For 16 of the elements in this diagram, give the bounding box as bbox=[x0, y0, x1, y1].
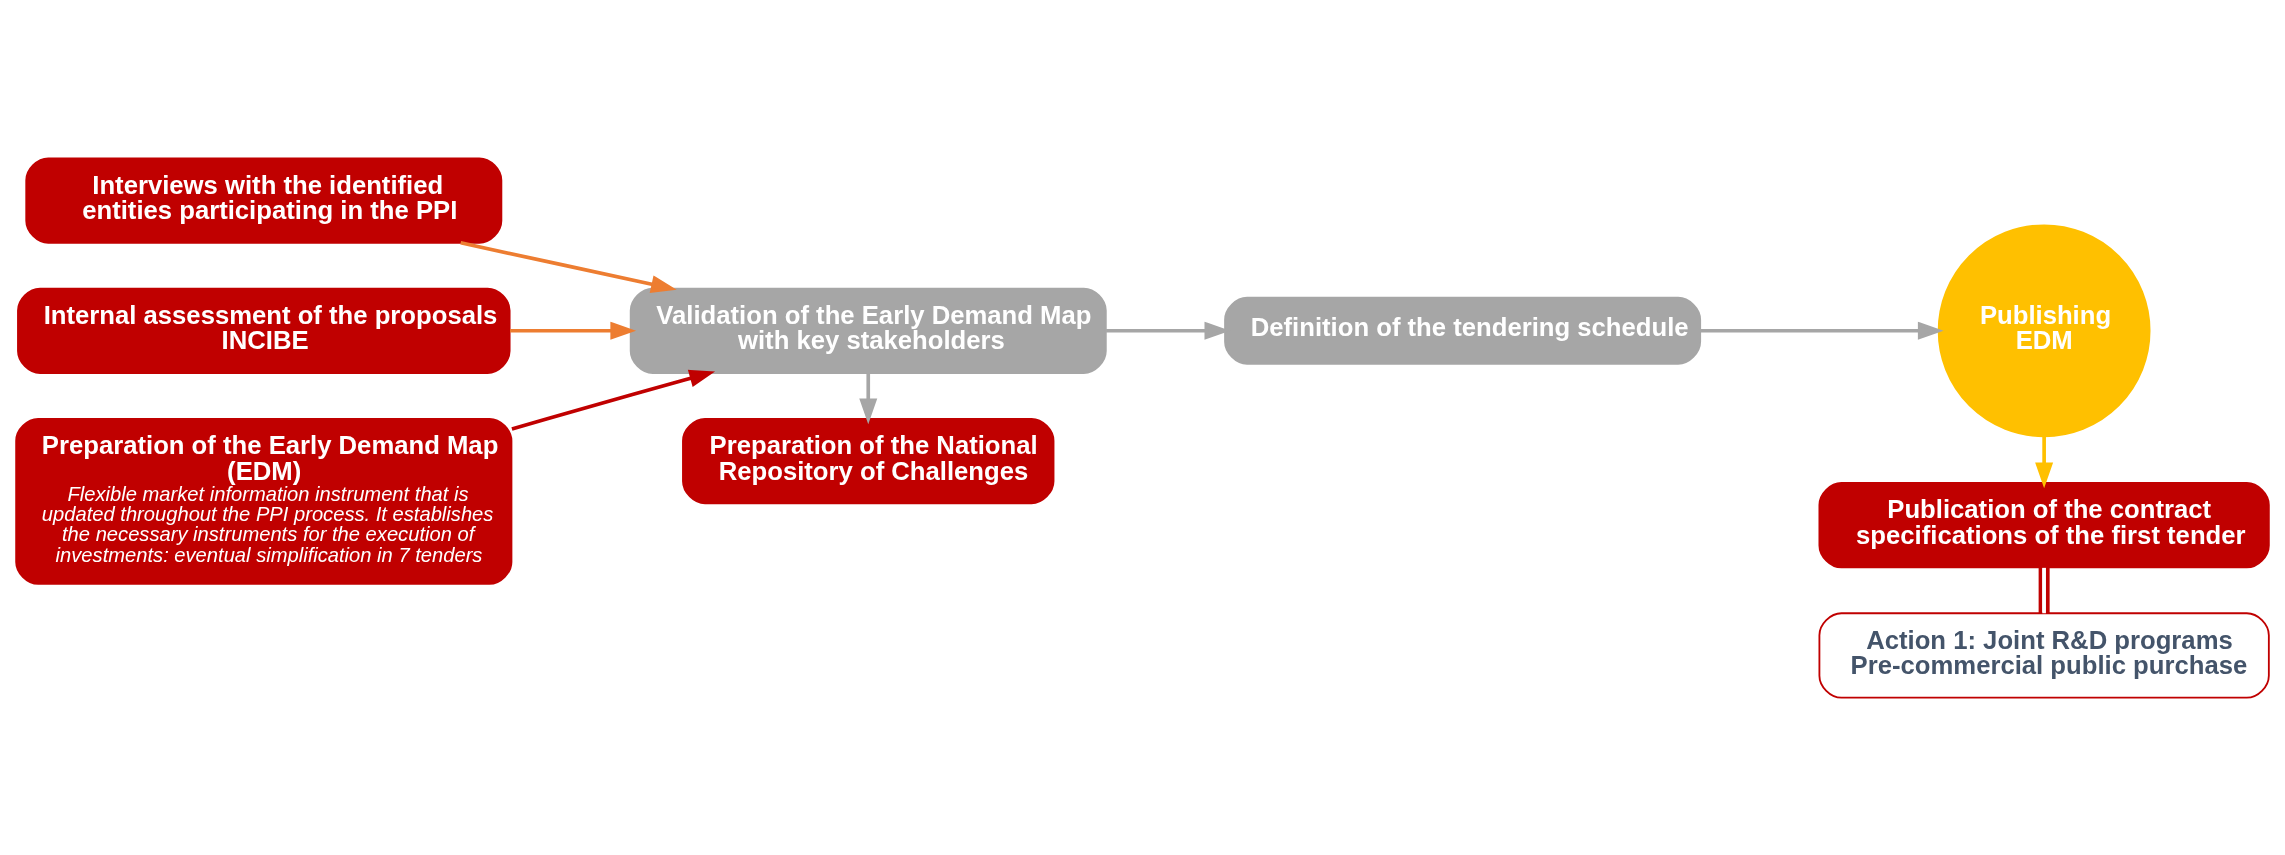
arrow bbox=[859, 372, 878, 424]
connector bbox=[2038, 567, 2050, 613]
node-box: Publication of the contract specifications of the first tender bbox=[1818, 481, 2270, 568]
node-box: Preparation of the National Repository of Challenges bbox=[682, 417, 1055, 504]
node-box: Action 1: Joint R&D programs Pre-commercial public purchase bbox=[1818, 611, 2270, 699]
arrow bbox=[2035, 435, 2054, 488]
node-circle: Publishing EDM bbox=[1937, 223, 2151, 437]
node-box: Definition of the tendering schedule bbox=[1224, 296, 1702, 365]
arrow bbox=[510, 321, 637, 340]
node-box: Preparation of the Early Demand Map (EDM) Flexible market information instrument that is updated throughout the PPI process. It establishes the necessary instruments for the execution of investments: eventual simplification in 7 tenders bbox=[15, 417, 513, 585]
node-box: Validation of the Early Demand Map with key stakeholders bbox=[629, 287, 1107, 374]
node-box: Internal assessment of the proposals INCIBE bbox=[17, 287, 511, 374]
node-box: Interviews with the identified entities participating in the PPI bbox=[25, 156, 503, 244]
arrow bbox=[511, 369, 716, 431]
arrow bbox=[1700, 321, 1944, 340]
arrow bbox=[460, 240, 677, 293]
